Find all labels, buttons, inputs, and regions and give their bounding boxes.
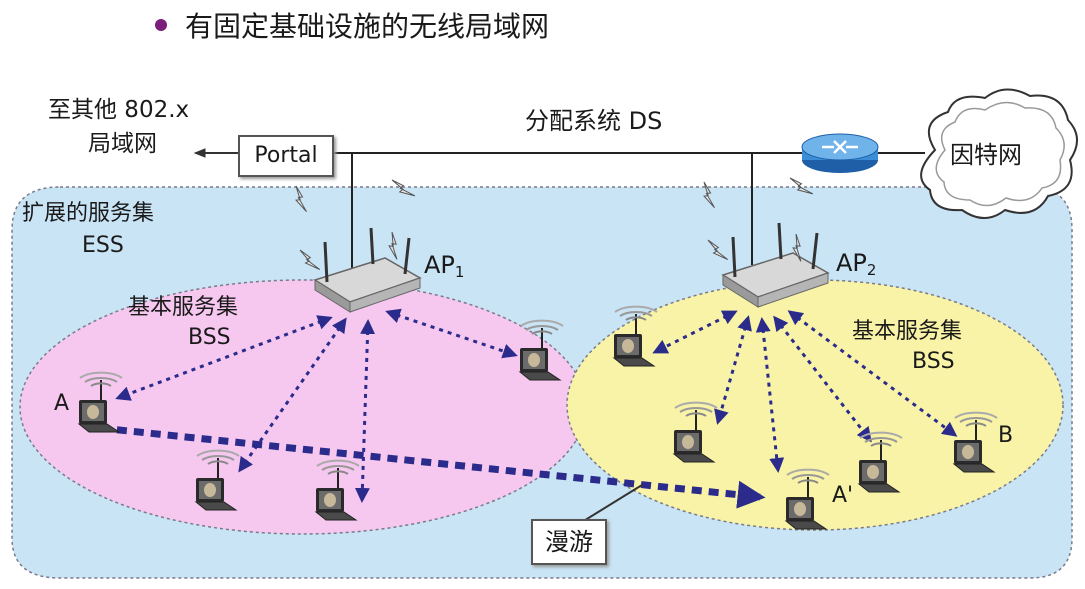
roaming-arrow <box>99 424 766 509</box>
roaming-label: 漫游 <box>531 519 607 565</box>
ess-label-line1: 扩展的服务集 <box>22 201 155 226</box>
to-other-lan-label-line2: 局域网 <box>88 131 157 157</box>
bss-right-label-line2: BSS <box>912 349 955 374</box>
page-title: 有固定基础设施的无线局域网 <box>155 11 549 43</box>
ap2-label: AP2 <box>836 249 877 279</box>
station-a-label: A <box>54 391 70 416</box>
station-b-label: B <box>998 423 1014 448</box>
bss-left-links <box>115 308 518 503</box>
ds-label: 分配系统 DS <box>525 107 663 135</box>
ess-label-line2: ESS <box>82 233 124 258</box>
bss-left-label-line1: 基本服务集 <box>128 295 239 320</box>
bullet-icon <box>155 19 167 31</box>
bss-right-links <box>652 310 958 473</box>
station-a-prime-label: A' <box>832 483 854 508</box>
to-other-lan-label-line1: 至其他 802.x <box>48 97 190 123</box>
internet-label: 因特网 <box>950 141 1022 169</box>
router-icon <box>801 133 879 173</box>
roaming-callout-line <box>581 484 643 523</box>
ap1-label: AP1 <box>424 251 465 281</box>
bss-left-label-line2: BSS <box>188 325 231 350</box>
portal-box: Portal <box>238 135 334 177</box>
bss-right-label-line1: 基本服务集 <box>852 319 963 344</box>
internet-cloud-icon <box>920 88 1078 219</box>
